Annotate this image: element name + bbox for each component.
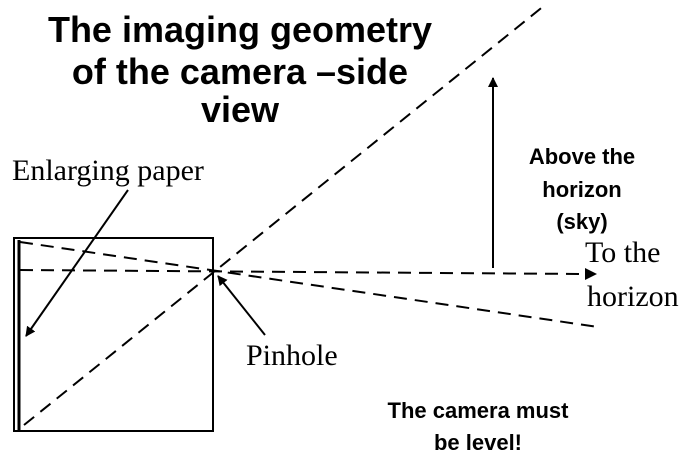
- above-horizon-line-3: (sky): [556, 209, 607, 234]
- ray-to-sky: [23, 4, 546, 426]
- to-horizon-label-line-2: horizon: [587, 280, 679, 313]
- title-line-2: of the camera –side: [72, 51, 408, 92]
- title-line-3: view: [201, 89, 280, 130]
- above-horizon-line-2: horizon: [542, 177, 621, 202]
- above-horizon-line-1: Above the: [529, 144, 635, 169]
- horizon-ray: [19, 269, 586, 275]
- to-horizon-label-line-1: To the: [585, 236, 660, 269]
- level-note-line-2: be level!: [434, 430, 522, 455]
- pinhole-label: Pinhole: [246, 339, 338, 372]
- ray-lower: [19, 241, 599, 328]
- paper-pointer-arrow: [25, 189, 129, 337]
- title-line-1: The imaging geometry: [48, 9, 432, 50]
- camera-box: [13, 237, 214, 432]
- horizon-arrow-head: [585, 268, 597, 280]
- pinhole-pointer-arrow: [217, 275, 266, 336]
- level-note-line-1: The camera must: [388, 398, 570, 423]
- enlarging-paper-label: Enlarging paper: [12, 154, 204, 187]
